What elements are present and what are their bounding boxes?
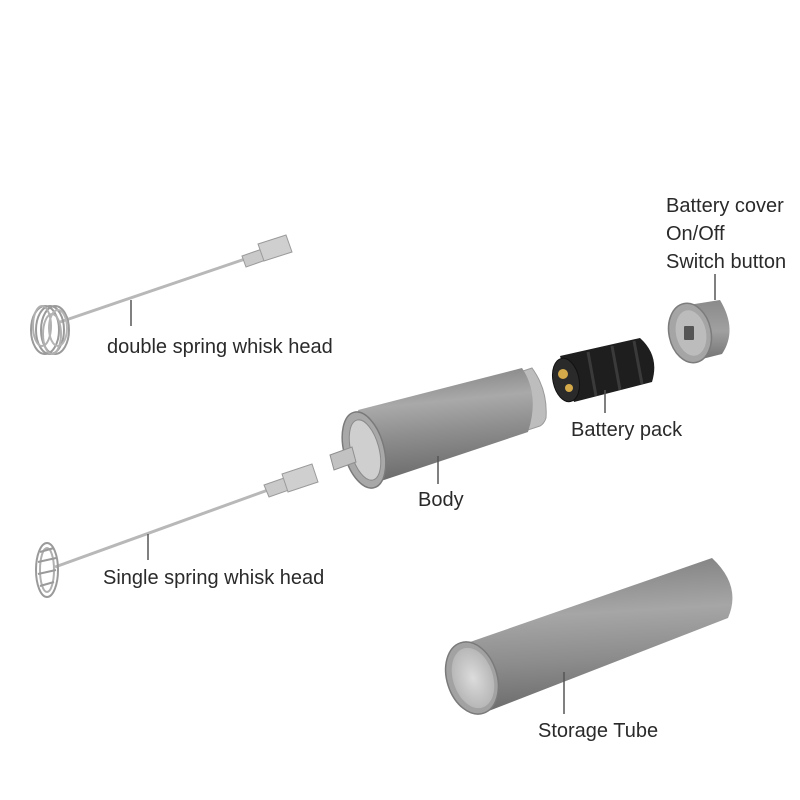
single-whisk-shaft	[54, 488, 269, 569]
battery-cover-label-line3: Switch button	[666, 251, 787, 273]
body-label: Body	[418, 489, 464, 511]
body-part	[329, 367, 547, 489]
battery-pack-holder	[560, 338, 655, 402]
battery-pack-end	[551, 357, 581, 403]
storage-tube-face	[451, 647, 495, 709]
storage-tube-cylinder	[470, 558, 733, 712]
battery-pack-label: Battery pack	[571, 419, 683, 441]
switch-button-icon	[684, 326, 694, 340]
single-whisk-plug	[281, 463, 319, 493]
single-spring-whisk	[35, 463, 319, 598]
battery-cover-label-line1: Battery cover	[666, 195, 784, 217]
single-whisk-coil	[35, 542, 59, 598]
storage-tube-part	[444, 558, 733, 715]
double-whisk-shaft	[59, 256, 249, 324]
battery-cover-label-line2: On/Off	[666, 223, 725, 245]
storage-tube-label: Storage Tube	[538, 720, 659, 742]
single-spring-whisk-label: Single spring whisk head	[103, 567, 325, 589]
battery-cover-label: Battery cover On/Off Switch button	[666, 192, 786, 276]
double-whisk-coil	[30, 305, 70, 355]
battery-pack-part	[551, 338, 655, 413]
double-spring-whisk-label: double spring whisk head	[107, 336, 333, 358]
body-cylinder	[358, 368, 533, 484]
battery-cover-part	[667, 274, 730, 364]
double-whisk-plug	[257, 234, 293, 262]
battery-pack-ribs	[586, 340, 644, 397]
battery-contact-2	[565, 384, 573, 392]
double-spring-whisk	[30, 234, 293, 355]
body-drive-shaft	[329, 446, 357, 471]
battery-contact-1	[558, 369, 568, 379]
